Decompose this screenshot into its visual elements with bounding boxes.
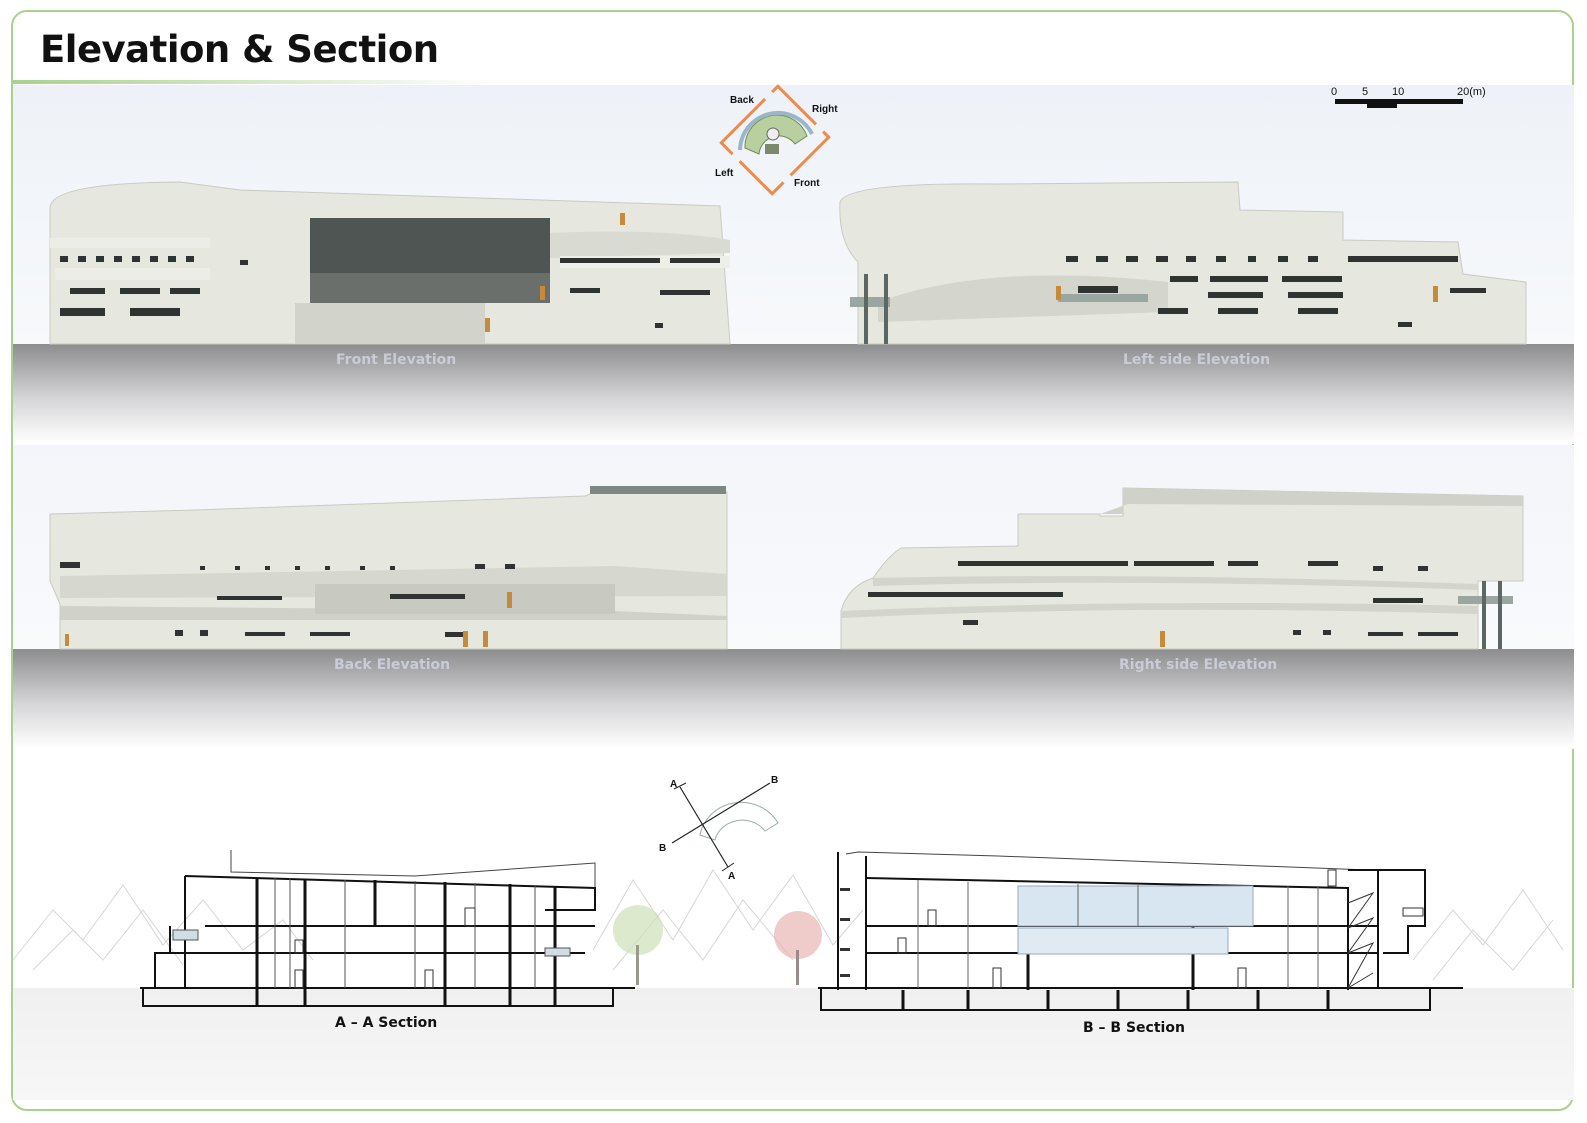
front-elevation-caption: Front Elevation [336, 352, 457, 368]
section-key-b-bottom: B [659, 843, 667, 854]
scale-bar [1335, 99, 1463, 108]
left-elevation-drawing [839, 181, 1527, 345]
front-elevation-drawing [49, 181, 731, 345]
orientation-left-label: Left [715, 168, 734, 179]
section-key-a-top: A [670, 779, 678, 790]
orientation-back-label: Back [730, 95, 754, 106]
scale-tick-20: 20(m) [1457, 86, 1486, 98]
aa-section-drawing [140, 850, 635, 1007]
section-background-landscape [12, 869, 1564, 985]
scale-tick-10: 10 [1392, 86, 1405, 98]
elevation-row-1-ground [13, 344, 1574, 444]
orientation-front-label: Front [794, 178, 820, 189]
orientation-right-label: Right [812, 104, 838, 115]
back-elevation-drawing [49, 486, 728, 650]
aa-section-caption: A – A Section [335, 1015, 438, 1031]
right-elevation-caption: Right side Elevation [1119, 657, 1278, 673]
elevation-row-2-ground [13, 649, 1574, 749]
section-key-b-top: B [771, 775, 779, 786]
section-key-diagram [671, 782, 779, 872]
scale-tick-5: 5 [1362, 86, 1369, 98]
section-key-a-bottom: A [728, 871, 736, 882]
left-elevation-caption: Left side Elevation [1123, 352, 1271, 368]
title-underline [12, 80, 492, 84]
scale-tick-0: 0 [1331, 86, 1338, 98]
bb-section-drawing [818, 851, 1463, 1011]
right-elevation-drawing [840, 487, 1524, 650]
back-elevation-caption: Back Elevation [334, 657, 451, 673]
orientation-key-plan [719, 84, 831, 196]
page-title: Elevation & Section [40, 28, 439, 71]
bb-section-caption: B – B Section [1083, 1020, 1185, 1036]
